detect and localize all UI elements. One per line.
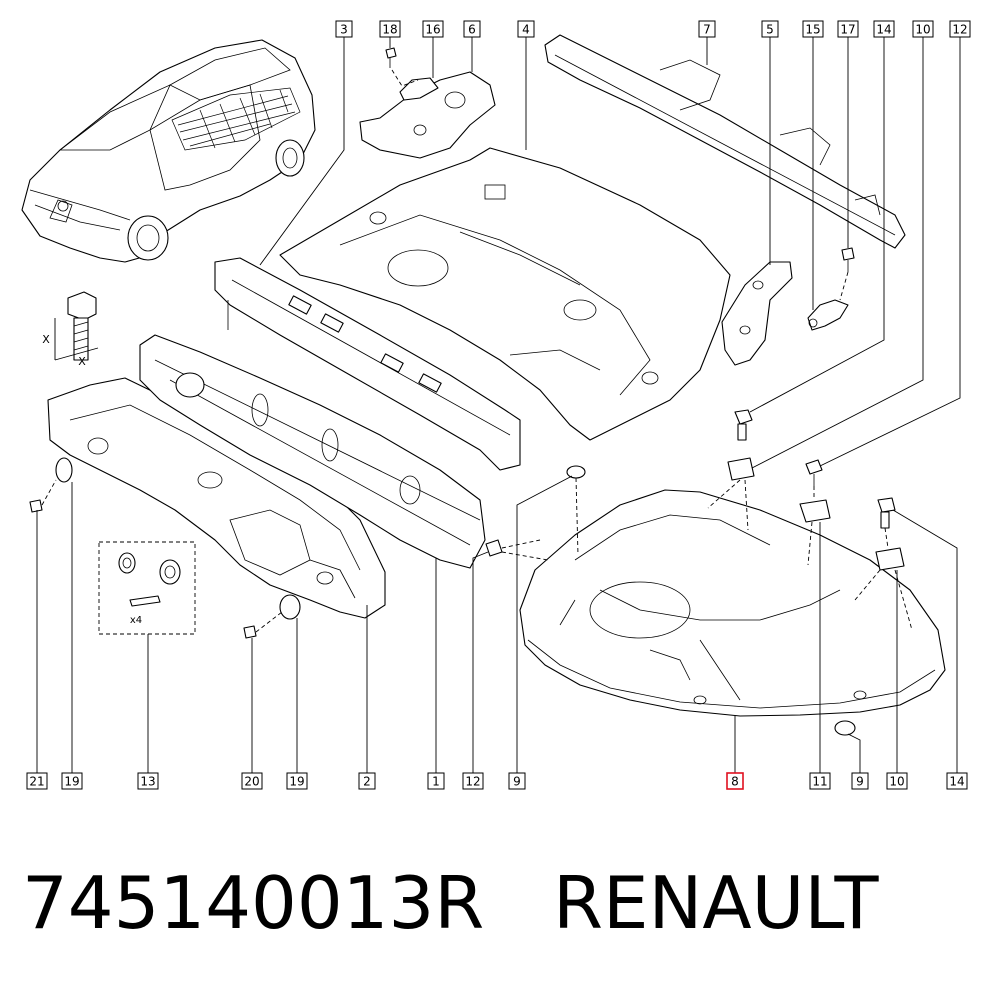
callout-13: 13 [137,772,159,790]
callout-17: 17 [837,20,859,38]
svg-text:13: 13 [140,775,155,789]
callout-20: 20 [241,772,263,790]
callout-8-highlighted: 8 [726,772,744,790]
leader-lines [36,37,961,773]
svg-text:6: 6 [468,23,476,37]
callout-10-bottom: 10 [886,772,908,790]
svg-text:9: 9 [856,775,864,789]
svg-text:19: 19 [289,775,304,789]
svg-text:12: 12 [952,23,967,37]
part-13-kit-inset: x4 [98,541,196,635]
part-8-underbody-tray [519,489,946,717]
callout-11: 11 [809,772,831,790]
callout-14-bottom: 14 [946,772,968,790]
callout-3: 3 [335,20,353,38]
callout-12-bottom: 12 [462,772,484,790]
callouts-bottom: 21 19 13 20 19 2 1 12 9 8 11 9 10 14 [26,772,968,790]
part-7-cross-rail [544,34,906,249]
brand-name: RENAULT [552,861,879,945]
callout-14-top: 14 [873,20,895,38]
svg-text:18: 18 [382,23,397,37]
callout-19-left: 19 [61,772,83,790]
part-3-crossbar [214,257,521,471]
callout-18: 18 [379,20,401,38]
dimension-label-x-vertical: X [42,333,50,346]
svg-text:14: 14 [949,775,964,789]
callout-15: 15 [802,20,824,38]
callout-12-top: 12 [949,20,971,38]
svg-text:12: 12 [465,775,480,789]
svg-text:2: 2 [363,775,371,789]
svg-text:17: 17 [840,23,855,37]
callout-16: 16 [422,20,444,38]
vehicle-illustration [21,39,316,263]
svg-text:19: 19 [64,775,79,789]
svg-text:8: 8 [731,775,739,789]
callout-5: 5 [761,20,779,38]
svg-text:1: 1 [432,775,440,789]
svg-text:20: 20 [244,775,259,789]
svg-text:4: 4 [522,23,530,37]
assembly-lines [41,69,913,633]
svg-text:10: 10 [915,23,930,37]
svg-text:14: 14 [876,23,891,37]
svg-text:9: 9 [513,775,521,789]
svg-text:5: 5 [766,23,774,37]
part-15-clip [807,299,849,331]
callout-19-right: 19 [286,772,308,790]
dimension-label-x-horizontal: X [78,355,86,368]
part-1-rear-panel [139,334,486,569]
callout-10-top: 10 [912,20,934,38]
callouts-top: 3 18 16 6 4 7 5 15 17 14 10 12 [335,20,971,38]
callout-9-left: 9 [508,772,526,790]
callout-4: 4 [517,20,535,38]
callout-1: 1 [427,772,445,790]
floor-hatch-area [171,87,301,151]
part-number: 745140013R [22,861,485,945]
callout-6: 6 [463,20,481,38]
svg-text:3: 3 [340,23,348,37]
svg-text:15: 15 [805,23,820,37]
callout-7: 7 [698,20,716,38]
svg-text:10: 10 [889,775,904,789]
kit-quantity-label: x4 [130,615,142,626]
svg-text:16: 16 [425,23,440,37]
part-5-side-bracket [721,261,793,366]
part-4-floor-panel [279,147,731,441]
svg-text:11: 11 [812,775,827,789]
callout-2: 2 [358,772,376,790]
part-caption: 745140013R RENAULT [22,858,982,948]
svg-text:7: 7 [703,23,711,37]
callout-9-right: 9 [851,772,869,790]
svg-text:21: 21 [29,775,44,789]
callout-21: 21 [26,772,48,790]
bolt-detail: X X [42,291,99,368]
